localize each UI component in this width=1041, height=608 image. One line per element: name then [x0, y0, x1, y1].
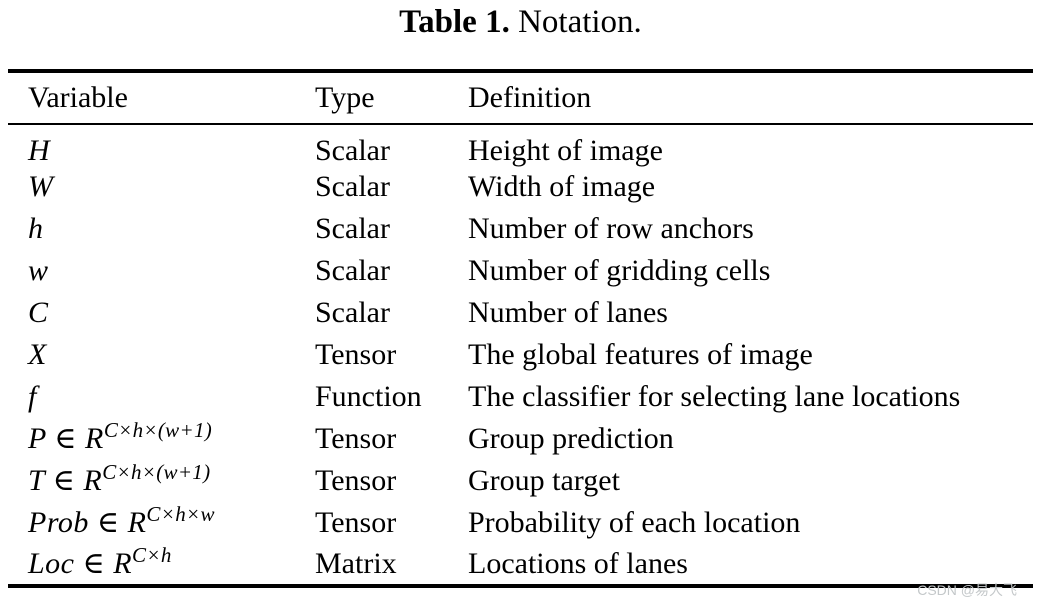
- variable-formula: f: [28, 380, 37, 413]
- variable-base: C: [28, 296, 49, 329]
- variable-base: w: [28, 254, 49, 287]
- variable-superscript: C×h×(w+1): [103, 418, 213, 442]
- definition-cell: The global features of image: [468, 338, 813, 371]
- variable-base: h: [28, 212, 44, 245]
- type-cell: Tensor: [315, 422, 397, 455]
- variable-formula: T ∈ RC×h×(w+1): [28, 462, 210, 497]
- table-caption: Table 1. Notation.: [0, 0, 1041, 44]
- variable-formula: C: [28, 296, 49, 329]
- header-type: Type: [315, 71, 468, 125]
- type-cell: Scalar: [315, 212, 390, 245]
- variable-base: P ∈ R: [28, 422, 104, 455]
- type-cell: Scalar: [315, 170, 390, 203]
- definition-cell: Width of image: [468, 170, 656, 203]
- table-row: f Function The classifier for selecting …: [8, 376, 1033, 418]
- variable-formula: H: [28, 134, 50, 167]
- variable-base: W: [28, 170, 54, 203]
- header-variable: Variable: [8, 71, 315, 125]
- table-row: H Scalar Height of image: [8, 124, 1033, 166]
- variable-formula: W: [28, 170, 54, 203]
- table-row: X Tensor The global features of image: [8, 334, 1033, 376]
- table-row: Loc ∈ RC×h Matrix Locations of lanes: [8, 544, 1033, 586]
- type-cell: Scalar: [315, 254, 390, 287]
- type-cell: Tensor: [315, 506, 397, 539]
- variable-formula: h: [28, 212, 44, 245]
- csdn-watermark: CSDN @易大飞: [917, 582, 1017, 598]
- variable-superscript: C×h×(w+1): [102, 460, 211, 484]
- variable-formula: Loc ∈ RC×h: [28, 545, 172, 580]
- definition-cell: Group prediction: [468, 422, 674, 455]
- variable-base: H: [28, 133, 51, 167]
- variable-base: T ∈ R: [28, 464, 103, 497]
- variable-base: Prob ∈ R: [28, 506, 147, 539]
- table-row: w Scalar Number of gridding cells: [8, 250, 1033, 292]
- type-cell: Function: [315, 380, 422, 413]
- variable-formula: Prob ∈ RC×h×w: [28, 504, 215, 539]
- notation-table: Variable Type Definition H Scalar Height…: [8, 69, 1033, 588]
- type-cell: Tensor: [315, 464, 397, 497]
- definition-cell: Probability of each location: [468, 506, 801, 539]
- table-row: W Scalar Width of image: [8, 166, 1033, 208]
- table-caption-label: Table 1.: [399, 4, 510, 40]
- header-row: Variable Type Definition: [8, 71, 1033, 125]
- variable-base: f: [28, 380, 37, 413]
- definition-cell: The classifier for selecting lane locati…: [468, 380, 961, 413]
- table-row: h Scalar Number of row anchors: [8, 208, 1033, 250]
- table-row: C Scalar Number of lanes: [8, 292, 1033, 334]
- variable-base: Loc ∈ R: [28, 547, 133, 580]
- definition-cell: Number of row anchors: [468, 212, 754, 245]
- table-caption-text: Notation.: [518, 4, 642, 40]
- type-cell: Scalar: [315, 296, 390, 329]
- variable-formula: X: [28, 338, 47, 371]
- variable-formula: w: [28, 254, 49, 287]
- variable-superscript: C×h×w: [146, 502, 215, 526]
- header-definition: Definition: [468, 71, 1033, 125]
- table-row: T ∈ RC×h×(w+1) Tensor Group target: [8, 460, 1033, 502]
- table-row: P ∈ RC×h×(w+1) Tensor Group prediction: [8, 418, 1033, 460]
- type-cell: Matrix: [315, 547, 397, 580]
- variable-base: X: [28, 338, 47, 371]
- definition-cell: Height of image: [468, 133, 663, 167]
- definition-cell: Number of gridding cells: [468, 254, 771, 287]
- definition-cell: Locations of lanes: [468, 547, 688, 580]
- type-cell: Tensor: [315, 338, 397, 371]
- definition-cell: Group target: [468, 464, 620, 497]
- variable-formula: P ∈ RC×h×(w+1): [28, 420, 212, 455]
- definition-cell: Number of lanes: [468, 296, 668, 329]
- table-row: Prob ∈ RC×h×w Tensor Probability of each…: [8, 502, 1033, 544]
- type-cell: Scalar: [315, 133, 390, 167]
- variable-superscript: C×h: [132, 543, 172, 567]
